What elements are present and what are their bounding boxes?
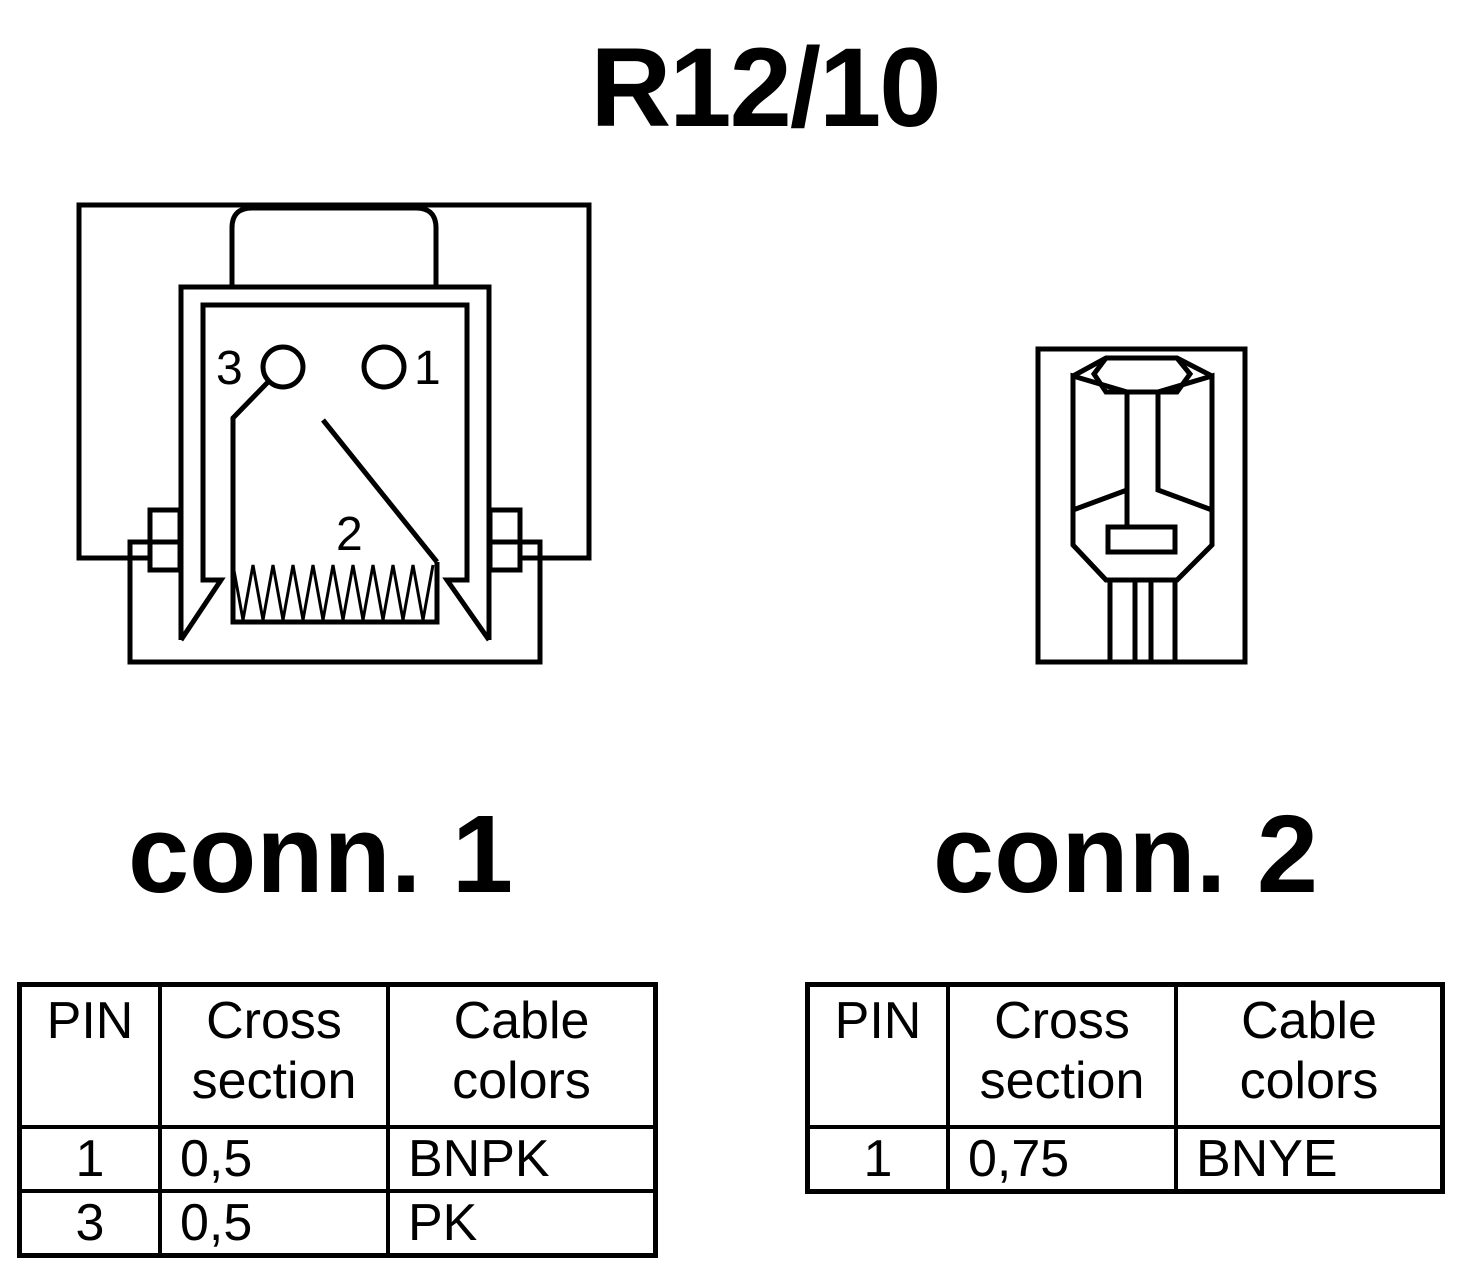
connector-1-spring bbox=[231, 564, 435, 621]
connector-1-inner-bracket-left bbox=[178, 302, 492, 642]
connector-1-base bbox=[127, 539, 543, 665]
header-pin: PIN bbox=[805, 982, 950, 1129]
connector-2-block bbox=[1105, 524, 1178, 555]
table-row: 1 0,75 BNYE bbox=[805, 1125, 1445, 1194]
pin-2-label: 2 bbox=[336, 508, 363, 561]
connector-1-top-tab bbox=[229, 205, 439, 285]
connector-2-left-jaw bbox=[1070, 372, 1130, 514]
pin-3-label: 3 bbox=[216, 342, 243, 395]
pin-3-hole bbox=[260, 344, 306, 390]
connector-2-housing bbox=[1035, 346, 1248, 665]
pin-1-hole bbox=[361, 344, 407, 390]
connector-2-right-jaw bbox=[1155, 372, 1215, 514]
header-pin: PIN bbox=[17, 982, 162, 1129]
cell-pin: 1 bbox=[805, 1125, 950, 1194]
pin-3-lead bbox=[230, 380, 440, 625]
connector-1-drawing bbox=[76, 202, 592, 665]
cell-pin: 1 bbox=[17, 1125, 162, 1193]
cell-cross-section: 0,5 bbox=[158, 1189, 390, 1258]
connector-1-label: conn. 1 bbox=[128, 793, 514, 916]
table-row: 3 0,5 PK bbox=[17, 1189, 658, 1258]
table-row: 1 0,5 BNPK bbox=[17, 1125, 658, 1193]
cell-cross-section: 0,75 bbox=[946, 1125, 1178, 1194]
pin-1-label: 1 bbox=[414, 342, 441, 395]
diagram-title: R12/10 bbox=[590, 25, 941, 150]
connector-2-top-bar bbox=[1090, 356, 1194, 395]
pin-2-lead bbox=[321, 418, 439, 564]
cell-cable-color: BNYE bbox=[1174, 1125, 1445, 1194]
cell-pin: 3 bbox=[17, 1189, 162, 1258]
connector-2-label: conn. 2 bbox=[933, 793, 1319, 916]
cell-cable-color: PK bbox=[386, 1189, 658, 1258]
connector-1-housing bbox=[76, 202, 592, 561]
connector-1-outer-bracket bbox=[178, 284, 492, 640]
cell-cable-color: BNPK bbox=[386, 1125, 658, 1193]
cell-cross-section: 0,5 bbox=[158, 1125, 390, 1193]
connector-2-drawing bbox=[1035, 346, 1248, 665]
